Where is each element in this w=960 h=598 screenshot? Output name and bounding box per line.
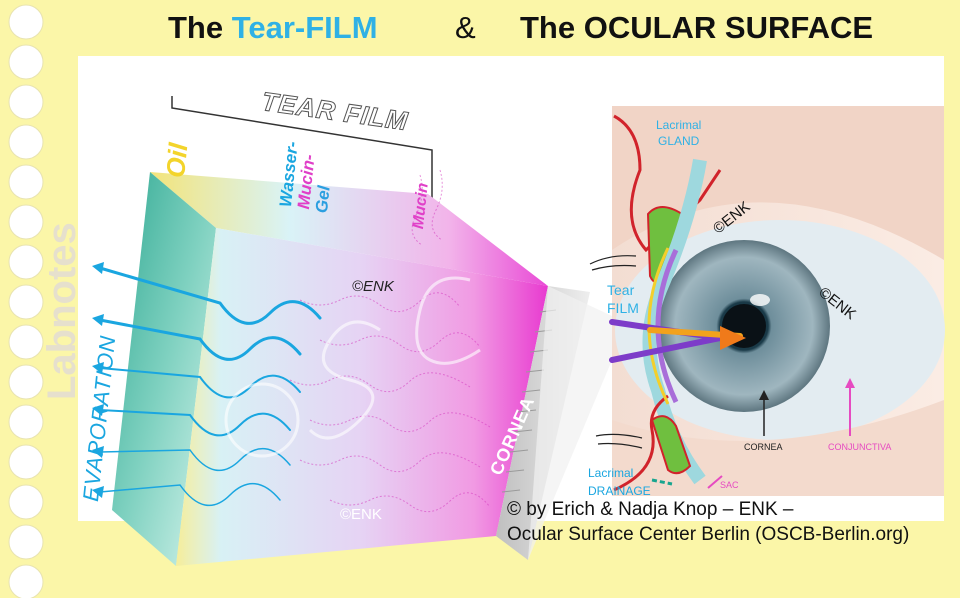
title-right: The OCULAR SURFACE [520,10,874,45]
upper-lid-red-line [613,114,722,253]
title-ampersand: & [455,10,476,45]
tear-film-bracket [171,96,433,200]
label-lacrimal-drainage-2: DRAINAGE [588,484,651,498]
evaporation-arrowheads [92,262,104,498]
credit-line-2: Ocular Surface Center Berlin (OSCB-Berli… [507,524,910,545]
title-highlight: Tear-FILM [231,10,378,45]
title-left: The Tear-FILM [168,10,378,46]
label-oil: Oil [160,141,194,180]
oscb-watermark [224,276,481,458]
drainage-pointer [651,478,673,486]
title-part1: The [168,10,232,45]
mucin-strands [289,169,491,512]
eye-upper-lid [612,106,944,260]
page-title: The Tear-FILM & The OCULAR SURFACE [0,10,960,50]
label-sac: SAC [720,480,739,490]
label-cornea-eye: CORNEA [744,442,783,452]
label-conjunctiva: CONJUNCTIVA [828,442,892,452]
block-top-face [150,172,548,286]
ray-arrowhead [720,326,746,350]
sac-pointer [707,475,723,489]
copyright-block-top: ©ENK [352,278,394,295]
label-gel-3: Gel [312,184,334,214]
label-tear-1: Tear [607,282,635,298]
credit-text: © by Erich & Nadja Knop – ENK – Ocular S… [507,497,909,547]
evaporation-arrows [98,266,322,507]
magnify-beam [528,286,612,560]
label-tear-2: FILM [607,300,639,316]
lower-lid-red-line [613,394,669,492]
label-lacrimal-drainage-1: Lacrimal [588,466,634,480]
eye-highlight [750,294,770,306]
binder-strip [8,4,44,598]
copyright-block-bottom: ©ENK [340,506,382,523]
label-lacrimal-gland-2: GLAND [658,134,700,148]
credit-line-1: © by Erich & Nadja Knop – ENK – [507,499,794,520]
label-lacrimal-gland-1: Lacrimal [656,118,702,132]
eyelashes [589,255,643,449]
lower-lid-green-gland [650,415,692,475]
block-side-face [112,172,216,566]
